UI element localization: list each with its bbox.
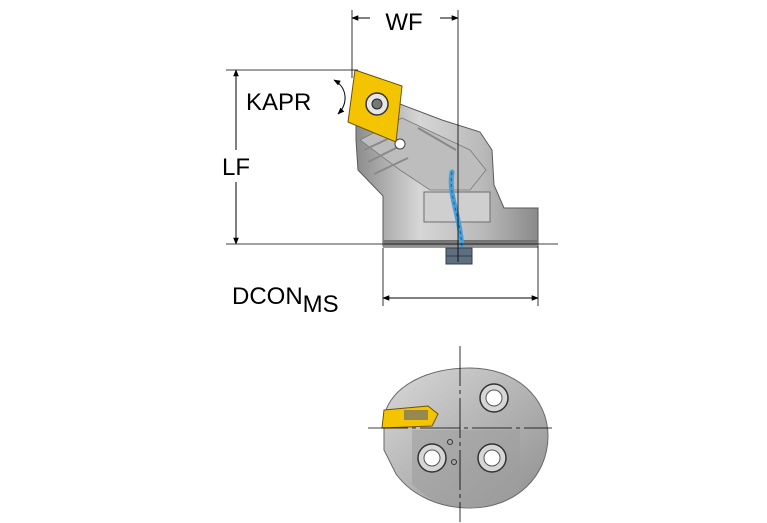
lf-label: LF xyxy=(222,154,250,181)
clamp-pin xyxy=(394,138,406,150)
dcon-label: DCONMS xyxy=(232,283,339,318)
dim-dcon: DCONMS xyxy=(232,246,539,318)
wf-label: WF xyxy=(385,9,422,36)
end-view xyxy=(368,346,552,522)
side-view: WF KAPR LF DCONMS xyxy=(222,9,558,318)
dim-kapr: KAPR xyxy=(246,79,346,116)
end-holes xyxy=(417,383,509,473)
kapr-label: KAPR xyxy=(246,89,311,116)
dim-wf: WF xyxy=(351,9,459,78)
dim-lf: LF xyxy=(222,69,558,245)
